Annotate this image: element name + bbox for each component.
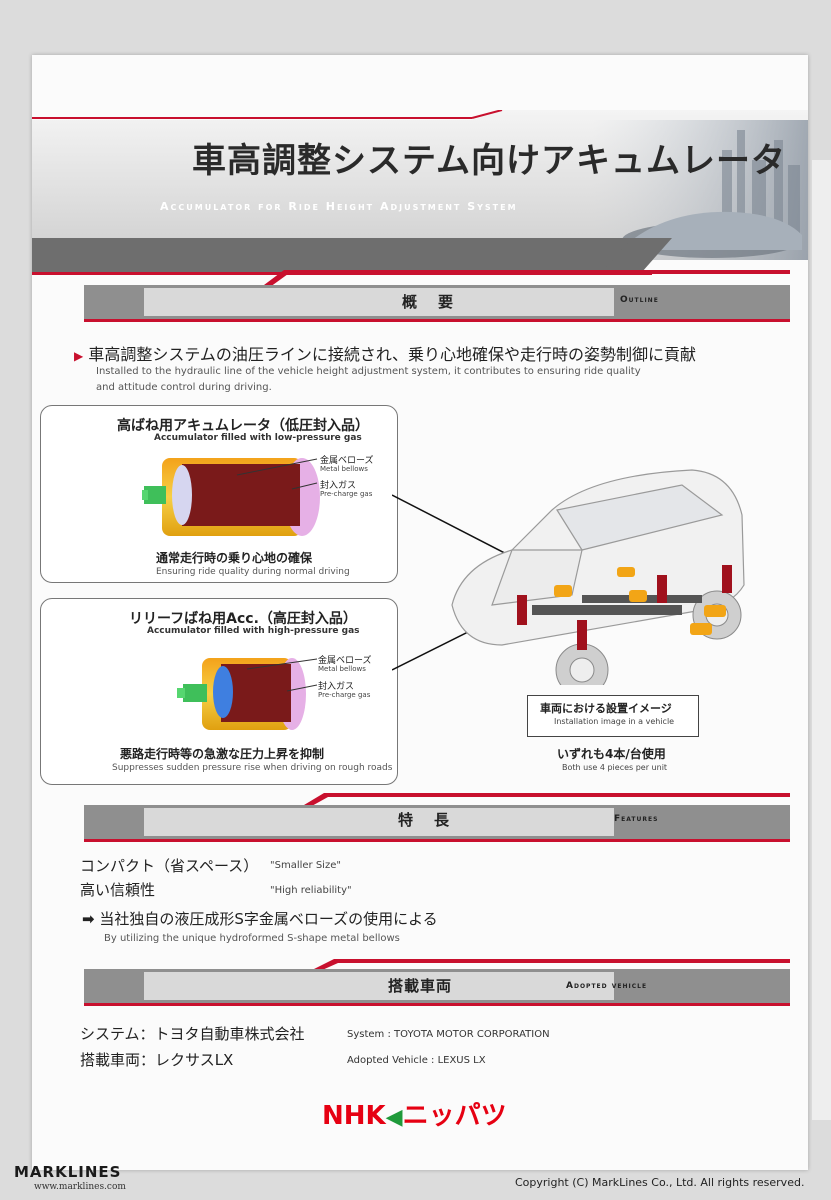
high-label-bellows-en: Metal bellows (318, 665, 366, 673)
outline-heading: 概 要 (402, 293, 457, 311)
high-caption: 悪路走行時等の急激な圧力上昇を抑制 (120, 747, 325, 761)
page-subtitle: Accumulator for Ride Height Adjustment S… (160, 200, 518, 213)
feature-reason-text: 当社独自の液圧成形S字金属ベローズの使用による (99, 910, 438, 928)
outline-lead-text: 車高調整システムの油圧ラインに接続され、乗り心地確保や走行時の姿勢制御に貢献 (88, 345, 697, 364)
feature-item-1-en: "Smaller Size" (270, 860, 341, 871)
high-label-gas-en: Pre-charge gas (318, 691, 371, 699)
nhk-logo-text: NHK (322, 1101, 386, 1131)
features-heading-en: Features (614, 814, 659, 824)
nippatsu-logo-text: ニッパツ (402, 1101, 507, 1131)
adopted-vehicle: 搭載車両：レクサスLX (80, 1051, 234, 1069)
usage-count-en: Both use 4 pieces per unit (562, 763, 668, 772)
background-strip (812, 160, 831, 1120)
title-banner (32, 110, 808, 275)
features-section-bar (84, 793, 790, 842)
adopted-heading-en: Adopted vehicle (566, 981, 648, 991)
adopted-section-bar (84, 959, 790, 1006)
low-label-gas-en: Pre-charge gas (320, 490, 373, 498)
high-leader-lines (246, 658, 318, 692)
outline-lead: ▶ 車高調整システムの油圧ラインに接続され、乗り心地確保や走行時の姿勢制御に貢献 (74, 341, 696, 365)
install-image-label-en: Installation image in a vehicle (554, 717, 675, 726)
low-leader-lines (236, 458, 318, 490)
low-label-gas: 封入ガス (320, 481, 357, 491)
poster: 車高調整システム向けアキュムレータ Accumulator for Ride H… (32, 55, 808, 1170)
adopted-vehicle-en: Adopted Vehicle : LEXUS LX (347, 1055, 486, 1066)
outline-lead-en-2: and attitude control during driving. (96, 382, 272, 393)
low-caption: 通常走行時の乗り心地の確保 (156, 551, 313, 565)
high-pressure-accumulator-illustration (177, 658, 306, 730)
low-label-bellows-en: Metal bellows (320, 465, 368, 473)
nhk-logo-mark: ◀ (385, 1105, 403, 1130)
adopted-heading: 搭載車両 (388, 977, 453, 995)
high-caption-en: Suppresses sudden pressure rise when dri… (112, 763, 393, 773)
high-box-title-en: Accumulator filled with high-pressure ga… (147, 626, 360, 636)
nhk-logo: NHK◀ニッパツ (322, 1095, 507, 1132)
adopted-system-en: System : TOYOTA MOTOR CORPORATION (347, 1029, 550, 1040)
adopted-system: システム：トヨタ自動車株式会社 (80, 1025, 305, 1043)
feature-item-2: 高い信頼性 (80, 881, 156, 899)
feature-reason: ➡ 当社独自の液圧成形S字金属ベローズの使用による (82, 908, 438, 929)
install-image-label: 車両における設置イメージ (540, 702, 672, 715)
features-heading: 特 長 (398, 811, 453, 829)
arrow-right-icon: ➡ (82, 910, 95, 928)
marklines-url: www.marklines.com (34, 1182, 126, 1192)
outline-section-bar (84, 270, 790, 322)
install-image-box (527, 695, 699, 737)
outline-heading-en: Outline (620, 295, 659, 305)
feature-item-2-en: "High reliability" (270, 885, 352, 896)
vehicle-cutaway-illustration (451, 469, 745, 685)
high-box-title: リリーフばね用Acc.（高圧封入品） (129, 611, 357, 627)
marklines-logo: MARKLINES (14, 1163, 122, 1181)
page-title: 車高調整システム向けアキュムレータ (192, 141, 786, 181)
feature-reason-en: By utilizing the unique hydroformed S-sh… (104, 933, 400, 944)
triangle-bullet-icon: ▶ (74, 349, 84, 363)
usage-count: いずれも4本/台使用 (557, 747, 666, 761)
low-box-title-en: Accumulator filled with low-pressure gas (154, 433, 362, 443)
high-label-bellows: 金属ベローズ (318, 656, 372, 666)
high-label-gas: 封入ガス (318, 682, 355, 692)
copyright: Copyright (C) MarkLines Co., Ltd. All ri… (515, 1176, 805, 1189)
low-caption-en: Ensuring ride quality during normal driv… (156, 567, 350, 577)
low-box-title: 高ばね用アキュムレータ（低圧封入品） (117, 418, 369, 434)
feature-item-1: コンパクト（省スペース） (80, 857, 259, 875)
low-label-bellows: 金属ベローズ (320, 456, 374, 466)
outline-lead-en-1: Installed to the hydraulic line of the v… (96, 366, 641, 377)
